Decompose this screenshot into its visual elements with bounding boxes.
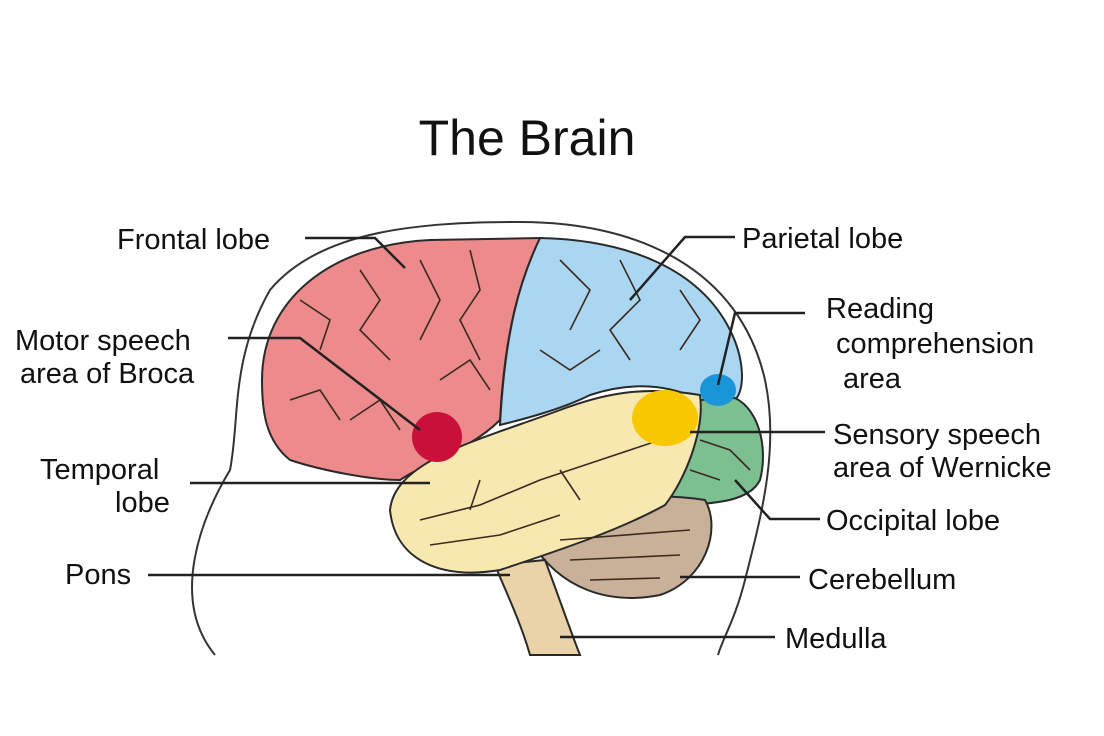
- label-temporal-line1: Temporal: [40, 454, 159, 486]
- label-medulla: Medulla: [785, 623, 887, 655]
- label-reading-line3: area: [843, 363, 902, 395]
- label-pons: Pons: [65, 559, 131, 591]
- label-reading-line2: comprehension: [836, 328, 1034, 360]
- head-outline: [191, 220, 772, 656]
- brain-wrinkles: [289, 249, 751, 581]
- wernicke-area: [632, 390, 698, 446]
- reading-comprehension-area: [700, 374, 736, 406]
- label-broca-line1: Motor speech: [15, 325, 191, 357]
- broca-area: [412, 412, 462, 462]
- diagram-title: The Brain: [419, 110, 636, 166]
- label-temporal-line2: lobe: [115, 487, 170, 519]
- label-parietal-lobe: Parietal lobe: [742, 223, 903, 255]
- label-wernicke-line2: area of Wernicke: [833, 452, 1052, 484]
- parietal-lobe: [498, 236, 743, 427]
- label-cerebellum: Cerebellum: [808, 564, 956, 596]
- label-wernicke-line1: Sensory speech: [833, 419, 1041, 451]
- label-reading-line1: Reading: [826, 293, 934, 325]
- label-broca-line2: area of Broca: [20, 358, 195, 390]
- label-occipital-lobe: Occipital lobe: [826, 505, 1000, 537]
- brainstem: [493, 558, 582, 656]
- label-frontal-lobe: Frontal lobe: [117, 224, 270, 256]
- temporal-lobe: [388, 390, 702, 574]
- leader-lines: [148, 235, 825, 639]
